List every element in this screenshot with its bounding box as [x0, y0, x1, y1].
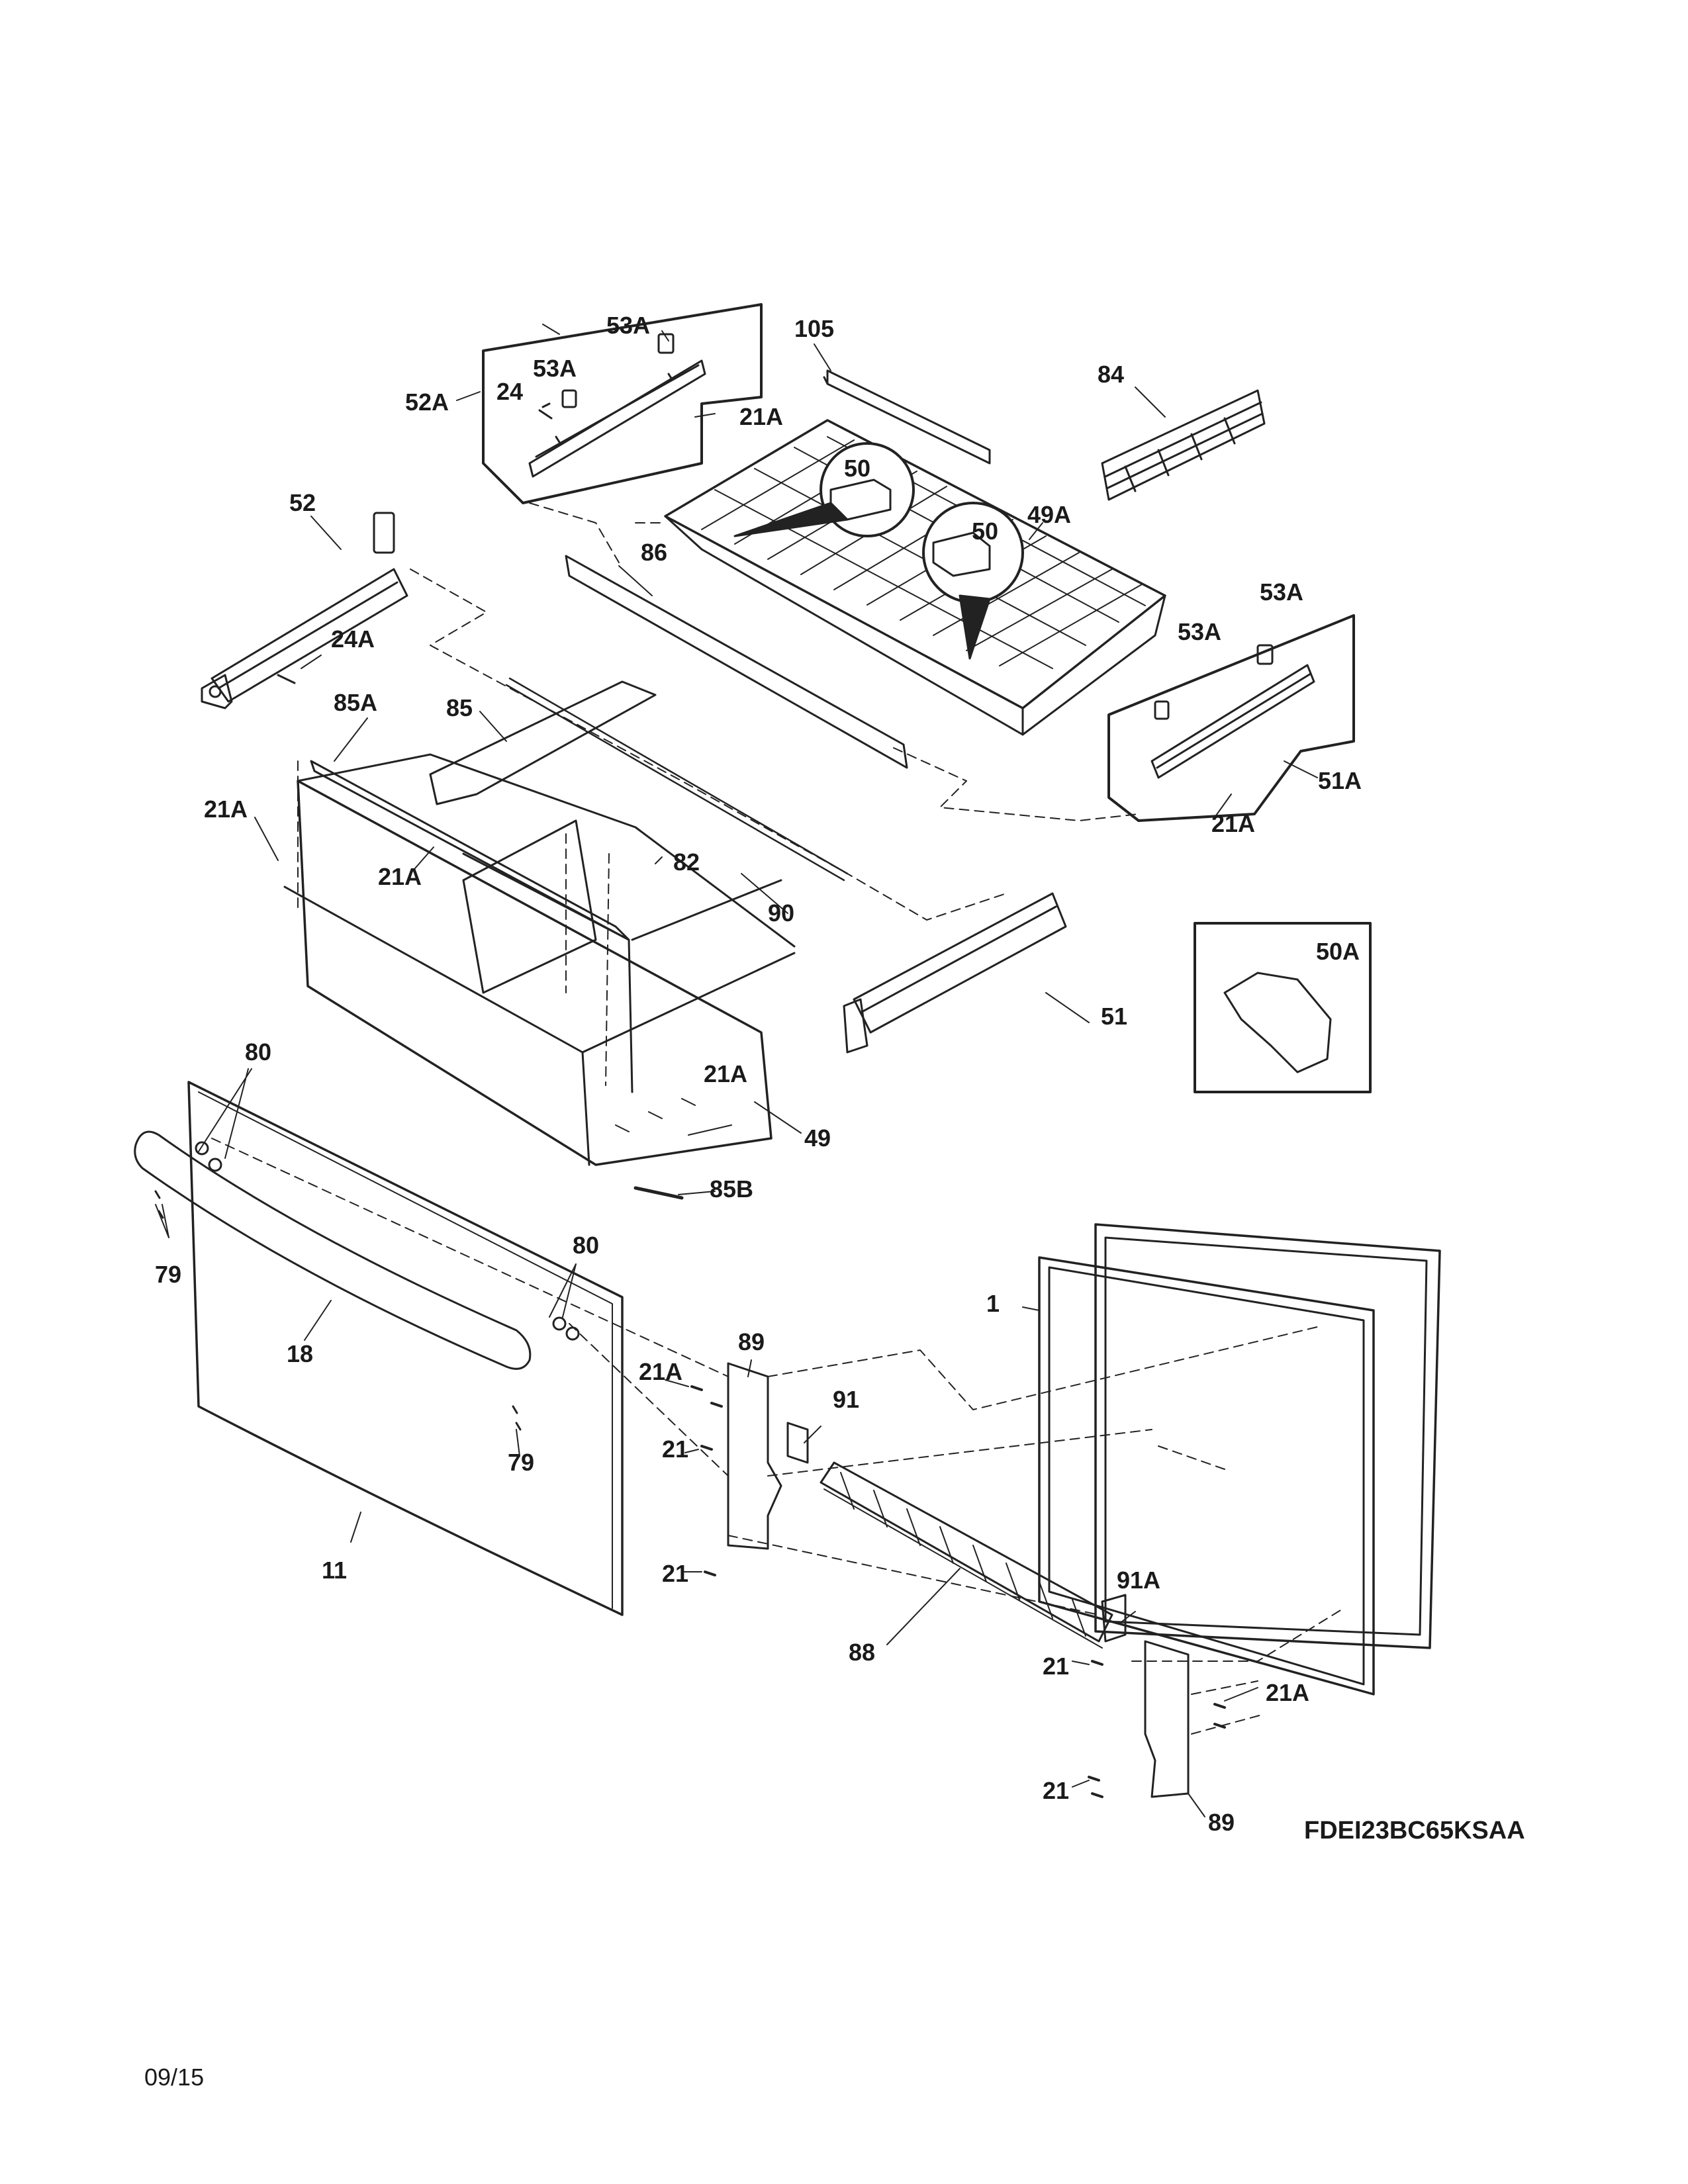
model-number: FDEI23BC65KSAA — [1304, 1817, 1525, 1844]
bracket-89-right — [1144, 1640, 1190, 1798]
callout-88: 88 — [848, 1639, 876, 1666]
bracket-91 — [786, 1422, 809, 1464]
wire-basket-49A — [664, 419, 1166, 736]
callout-91A: 91A — [1116, 1567, 1161, 1594]
callout-84: 84 — [1097, 361, 1125, 388]
slide-51 — [843, 892, 1067, 1054]
callout-50: 50 — [843, 455, 871, 482]
callout-53A: 53A — [1177, 618, 1222, 645]
callout-91: 91 — [832, 1386, 860, 1413]
callout-49A: 49A — [1027, 501, 1072, 528]
callout-85: 85 — [445, 694, 473, 721]
callout-49: 49 — [804, 1124, 831, 1152]
date-code: 09/15 — [144, 2064, 205, 2091]
callout-21: 21 — [661, 1435, 689, 1463]
cap-80a — [195, 1141, 209, 1156]
assembly-lines — [211, 502, 1344, 1735]
callout-18: 18 — [286, 1340, 314, 1367]
callout-21A: 21A — [1265, 1679, 1310, 1706]
callout-1: 1 — [986, 1290, 1000, 1317]
rail-105 — [823, 369, 991, 465]
callout-89: 89 — [1207, 1809, 1235, 1836]
callout-21A: 21A — [739, 403, 784, 430]
callout-53A: 53A — [1259, 578, 1304, 606]
callout-53A: 53A — [532, 355, 577, 382]
callout-50: 50 — [971, 518, 999, 545]
callout-24A: 24A — [330, 625, 375, 653]
handle-18 — [134, 1130, 532, 1370]
drawer-bin-49 — [283, 753, 796, 1166]
slide-rail-51A — [1150, 644, 1315, 779]
detail-circle-50a — [820, 442, 915, 537]
callout-79: 79 — [507, 1449, 535, 1476]
callout-21A: 21A — [1211, 810, 1256, 837]
callout-21A: 21A — [203, 796, 248, 823]
callout-85A: 85A — [333, 689, 378, 716]
callout-11: 11 — [321, 1557, 348, 1584]
callout-86: 86 — [640, 539, 668, 566]
divider-84 — [1101, 389, 1266, 501]
callout-21: 21 — [661, 1560, 689, 1587]
rail-85A — [310, 760, 630, 941]
screw-24A — [277, 674, 296, 684]
callout-51: 51 — [1100, 1003, 1128, 1030]
leader-lines — [155, 324, 1318, 1817]
clip-50b — [932, 531, 991, 577]
slide-rail-52A — [528, 333, 706, 478]
callout-82: 82 — [673, 848, 700, 876]
door-frame-1 — [1038, 1223, 1441, 1696]
callout-52A: 52A — [404, 388, 449, 416]
clip-50a — [829, 478, 892, 521]
bracket-91A — [1101, 1594, 1127, 1643]
screw-24 — [538, 402, 553, 420]
callout-21: 21 — [1042, 1653, 1070, 1680]
wire-guard-88 — [820, 1461, 1113, 1649]
callout-21: 21 — [1042, 1777, 1070, 1804]
callout-80: 80 — [244, 1038, 272, 1066]
rod-90 — [505, 677, 849, 882]
callout-105: 105 — [794, 315, 835, 342]
detail-pointer-50b — [959, 594, 991, 660]
callout-85B: 85B — [709, 1175, 754, 1203]
bracket-89-left — [727, 1362, 782, 1550]
group-box-52A — [482, 303, 763, 504]
callout-21A: 21A — [703, 1060, 748, 1087]
screw-79a — [154, 1190, 164, 1219]
drawer-front-11 — [187, 1081, 624, 1616]
callout-52: 52 — [289, 489, 316, 516]
screw-79b — [512, 1405, 522, 1431]
callout-90: 90 — [767, 899, 795, 927]
callout-80: 80 — [572, 1232, 600, 1259]
callout-24: 24 — [496, 378, 524, 405]
callout-21A: 21A — [638, 1358, 683, 1385]
callout-89: 89 — [737, 1328, 765, 1355]
cover-85 — [429, 680, 657, 805]
clip-50A — [1223, 972, 1332, 1073]
cap-80b — [552, 1316, 567, 1331]
group-box-51A — [1107, 614, 1355, 822]
slide-52 — [201, 512, 408, 709]
detail-pointer-50a — [733, 502, 849, 537]
callout-53A: 53A — [606, 312, 651, 339]
trim-86 — [565, 555, 908, 769]
callout-21A: 21A — [377, 863, 422, 890]
divider-82 — [462, 819, 597, 994]
detail-box-50A — [1194, 922, 1372, 1093]
callout-51A: 51A — [1317, 767, 1362, 794]
callout-79: 79 — [154, 1261, 182, 1288]
strip-85B — [633, 1186, 684, 1200]
screws-21 — [690, 1385, 1226, 1798]
callout-50A: 50A — [1315, 938, 1360, 965]
